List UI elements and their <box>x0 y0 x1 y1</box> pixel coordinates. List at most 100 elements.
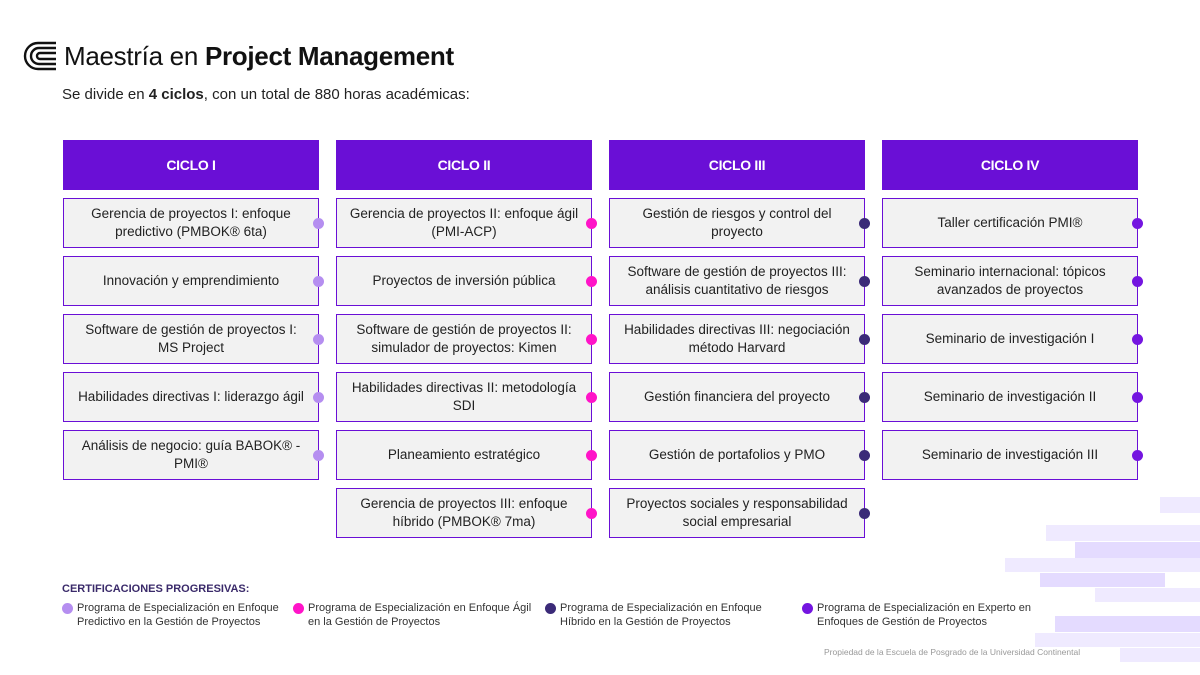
course-card: Habilidades directivas II: metodología S… <box>336 372 597 422</box>
course-card: Gerencia de proyectos III: enfoque híbri… <box>336 488 597 538</box>
course-label: Software de gestión de proyectos II: sim… <box>356 322 572 355</box>
course-card: Software de gestión de proyectos II: sim… <box>336 314 597 364</box>
certifications-title: CERTIFICACIONES PROGRESIVAS: <box>62 583 250 595</box>
cycle-header: CICLO II <box>336 140 592 190</box>
cert-dot-icon <box>586 333 597 345</box>
cert-legend-item: Programa de Especialización en Enfoque H… <box>545 602 795 630</box>
course-label: Gerencia de proyectos I: enfoque predict… <box>91 206 291 239</box>
cert-legend-label: Programa de Especialización en Enfoque Á… <box>308 602 532 628</box>
course-label: Software de gestión de proyectos III: an… <box>627 264 847 297</box>
cert-legend-item: Programa de Especialización en Enfoque P… <box>62 602 282 630</box>
cert-legend-label: Programa de Especialización en Enfoque H… <box>560 602 762 628</box>
cert-dot-icon <box>586 275 597 287</box>
course-label: Habilidades directivas I: liderazgo ágil <box>78 389 304 405</box>
course-card: Seminario de investigación I <box>882 314 1143 364</box>
course-label: Innovación y emprendimiento <box>102 273 280 289</box>
course-label: Seminario internacional: tópicos avanzad… <box>914 264 1106 297</box>
decorative-bar <box>1005 558 1200 572</box>
course-label: Software de gestión de proyectos I: MS P… <box>85 322 297 355</box>
course-card: Gerencia de proyectos I: enfoque predict… <box>63 198 324 248</box>
cert-dot-icon <box>1132 449 1143 461</box>
cycle-column-1: CICLO I Gerencia de proyectos I: enfoque… <box>63 140 324 480</box>
course-card: Gestión de riesgos y control del proyect… <box>609 198 870 248</box>
decorative-bar <box>1095 588 1200 602</box>
decorative-bar <box>1035 633 1200 647</box>
cycle-column-4: CICLO IV Taller certificación PMI® Semin… <box>882 140 1143 480</box>
course-label: Gestión de portafolios y PMO <box>648 447 826 463</box>
cert-dot-icon <box>586 217 597 229</box>
cert-dot-icon <box>1132 275 1143 287</box>
cert-dot-icon <box>859 217 870 229</box>
course-label: Seminario de investigación II <box>923 389 1097 405</box>
cert-dot-icon <box>545 603 556 614</box>
course-label: Habilidades directivas III: negociación … <box>624 322 850 355</box>
course-card: Planeamiento estratégico <box>336 430 597 480</box>
university-logo-icon <box>23 41 56 71</box>
footer-copyright: Propiedad de la Escuela de Posgrado de l… <box>824 647 1081 657</box>
decorative-bar <box>1046 525 1200 541</box>
subtitle-bold: 4 ciclos <box>148 86 204 103</box>
page-title: Maestría en Project Management <box>64 41 454 72</box>
cert-dot-icon <box>313 275 324 287</box>
cert-legend-item: Programa de Especialización en Experto e… <box>802 602 1042 630</box>
course-card: Gestión de portafolios y PMO <box>609 430 870 480</box>
course-card: Seminario de investigación II <box>882 372 1143 422</box>
cert-dot-icon <box>586 507 597 519</box>
cert-dot-icon <box>1132 217 1143 229</box>
course-label: Planeamiento estratégico <box>387 447 541 463</box>
cert-dot-icon <box>859 333 870 345</box>
cert-dot-icon <box>62 603 73 614</box>
course-card: Software de gestión de proyectos I: MS P… <box>63 314 324 364</box>
decorative-bar <box>1040 573 1165 587</box>
course-label: Análisis de negocio: guía BABOK® - PMI® <box>81 438 301 471</box>
course-label: Seminario de investigación III <box>921 447 1099 463</box>
cert-dot-icon <box>313 333 324 345</box>
cert-dot-icon <box>802 603 813 614</box>
decorative-bar <box>1075 542 1200 558</box>
subtitle-post: , con un total de 880 horas académicas: <box>203 86 470 103</box>
decorative-bar <box>1120 648 1200 662</box>
course-card: Gerencia de proyectos II: enfoque ágil (… <box>336 198 597 248</box>
course-label: Proyectos de inversión pública <box>372 273 556 289</box>
cert-dot-icon <box>859 391 870 403</box>
cycle-column-3: CICLO III Gestión de riesgos y control d… <box>609 140 870 538</box>
title-bold: Project Management <box>204 40 454 71</box>
cert-dot-icon <box>313 391 324 403</box>
course-label: Taller certificación PMI® <box>937 215 1083 231</box>
decorative-bar <box>1160 497 1200 513</box>
course-label: Gestión financiera del proyecto <box>643 389 831 405</box>
cert-dot-icon <box>859 275 870 287</box>
course-label: Gestión de riesgos y control del proyect… <box>642 206 832 239</box>
cert-legend-item: Programa de Especialización en Enfoque Á… <box>293 602 533 630</box>
course-card: Software de gestión de proyectos III: an… <box>609 256 870 306</box>
cert-dot-icon <box>586 449 597 461</box>
cert-dot-icon <box>859 449 870 461</box>
cert-dot-icon <box>1132 333 1143 345</box>
course-label: Proyectos sociales y responsabilidad soc… <box>626 496 848 529</box>
cert-dot-icon <box>313 449 324 461</box>
subtitle-pre: Se divide en <box>62 86 145 103</box>
course-label: Gerencia de proyectos II: enfoque ágil (… <box>349 206 579 239</box>
course-label: Seminario de investigación I <box>925 331 1095 347</box>
cert-dot-icon <box>586 391 597 403</box>
cycle-header: CICLO IV <box>882 140 1138 190</box>
course-label: Habilidades directivas II: metodología S… <box>351 380 577 413</box>
course-card: Habilidades directivas III: negociación … <box>609 314 870 364</box>
course-card: Seminario internacional: tópicos avanzad… <box>882 256 1143 306</box>
course-card: Gestión financiera del proyecto <box>609 372 870 422</box>
course-card: Proyectos sociales y responsabilidad soc… <box>609 488 870 538</box>
course-card: Análisis de negocio: guía BABOK® - PMI® <box>63 430 324 480</box>
cycle-column-2: CICLO II Gerencia de proyectos II: enfoq… <box>336 140 597 538</box>
cert-dot-icon <box>313 217 324 229</box>
course-card: Taller certificación PMI® <box>882 198 1143 248</box>
cert-legend-label: Programa de Especialización en Experto e… <box>817 602 1032 628</box>
cert-dot-icon <box>859 507 870 519</box>
cert-legend-label: Programa de Especialización en Enfoque P… <box>77 602 279 628</box>
course-card: Innovación y emprendimiento <box>63 256 324 306</box>
cert-dot-icon <box>293 603 304 614</box>
cert-dot-icon <box>1132 391 1143 403</box>
decorative-bar <box>1055 616 1200 632</box>
title-prefix: Maestría en <box>64 40 198 71</box>
course-card: Habilidades directivas I: liderazgo ágil <box>63 372 324 422</box>
page-header: Maestría en Project Management <box>22 40 454 72</box>
